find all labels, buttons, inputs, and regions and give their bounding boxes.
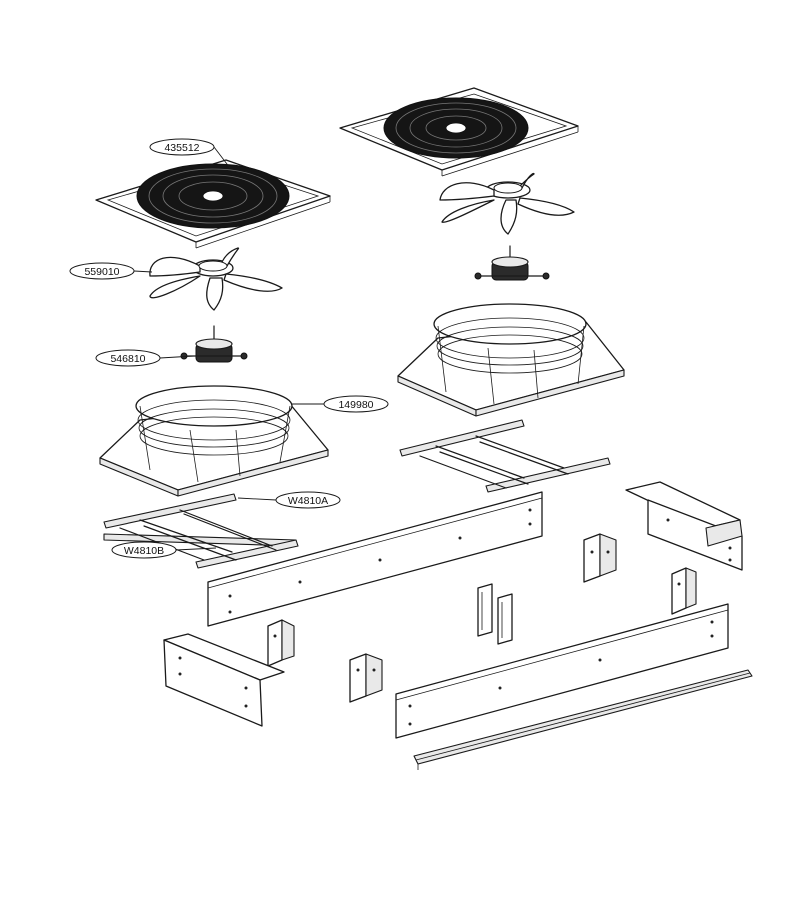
left-fan-grille bbox=[95, 159, 331, 249]
corner-bracket-2 bbox=[671, 567, 697, 615]
callout-grille: 435512 bbox=[149, 138, 231, 169]
corner-bracket-3 bbox=[267, 619, 295, 667]
center-divider-plate-2 bbox=[497, 593, 513, 645]
left-rail-frame bbox=[103, 493, 299, 569]
callout-label-rail-b: W4810B bbox=[124, 545, 164, 557]
callout-label-rail-a: W4810A bbox=[288, 495, 328, 507]
right-fan-blade bbox=[439, 172, 575, 235]
callout-fan-blade: 559010 bbox=[69, 262, 153, 280]
callout-rail-a: W4810A bbox=[237, 491, 341, 509]
left-end-channel bbox=[163, 633, 285, 727]
right-fan-grille bbox=[339, 87, 579, 177]
callout-label-shroud: 149980 bbox=[338, 399, 373, 411]
front-side-panel-upper bbox=[207, 491, 543, 627]
center-divider-plate-1 bbox=[477, 583, 493, 637]
callout-shroud: 149980 bbox=[292, 395, 389, 413]
right-rail-frame bbox=[399, 419, 611, 493]
callout-rail-b: W4810B bbox=[111, 541, 217, 559]
left-fan-shroud bbox=[99, 385, 329, 497]
callout-label-grille: 435512 bbox=[164, 142, 199, 154]
right-fan-shroud bbox=[397, 303, 625, 417]
right-fan-motor bbox=[474, 245, 550, 281]
callout-label-motor: 546810 bbox=[110, 353, 145, 365]
callout-label-fan-blade: 559010 bbox=[84, 266, 119, 278]
callout-motor: 546810 bbox=[95, 349, 195, 367]
left-fan-blade bbox=[149, 247, 283, 311]
bottom-base-rail bbox=[413, 669, 753, 770]
front-side-panel-lower bbox=[395, 603, 729, 739]
corner-bracket-1 bbox=[583, 533, 617, 583]
corner-bracket-4 bbox=[349, 653, 383, 703]
right-end-channel bbox=[625, 481, 743, 571]
